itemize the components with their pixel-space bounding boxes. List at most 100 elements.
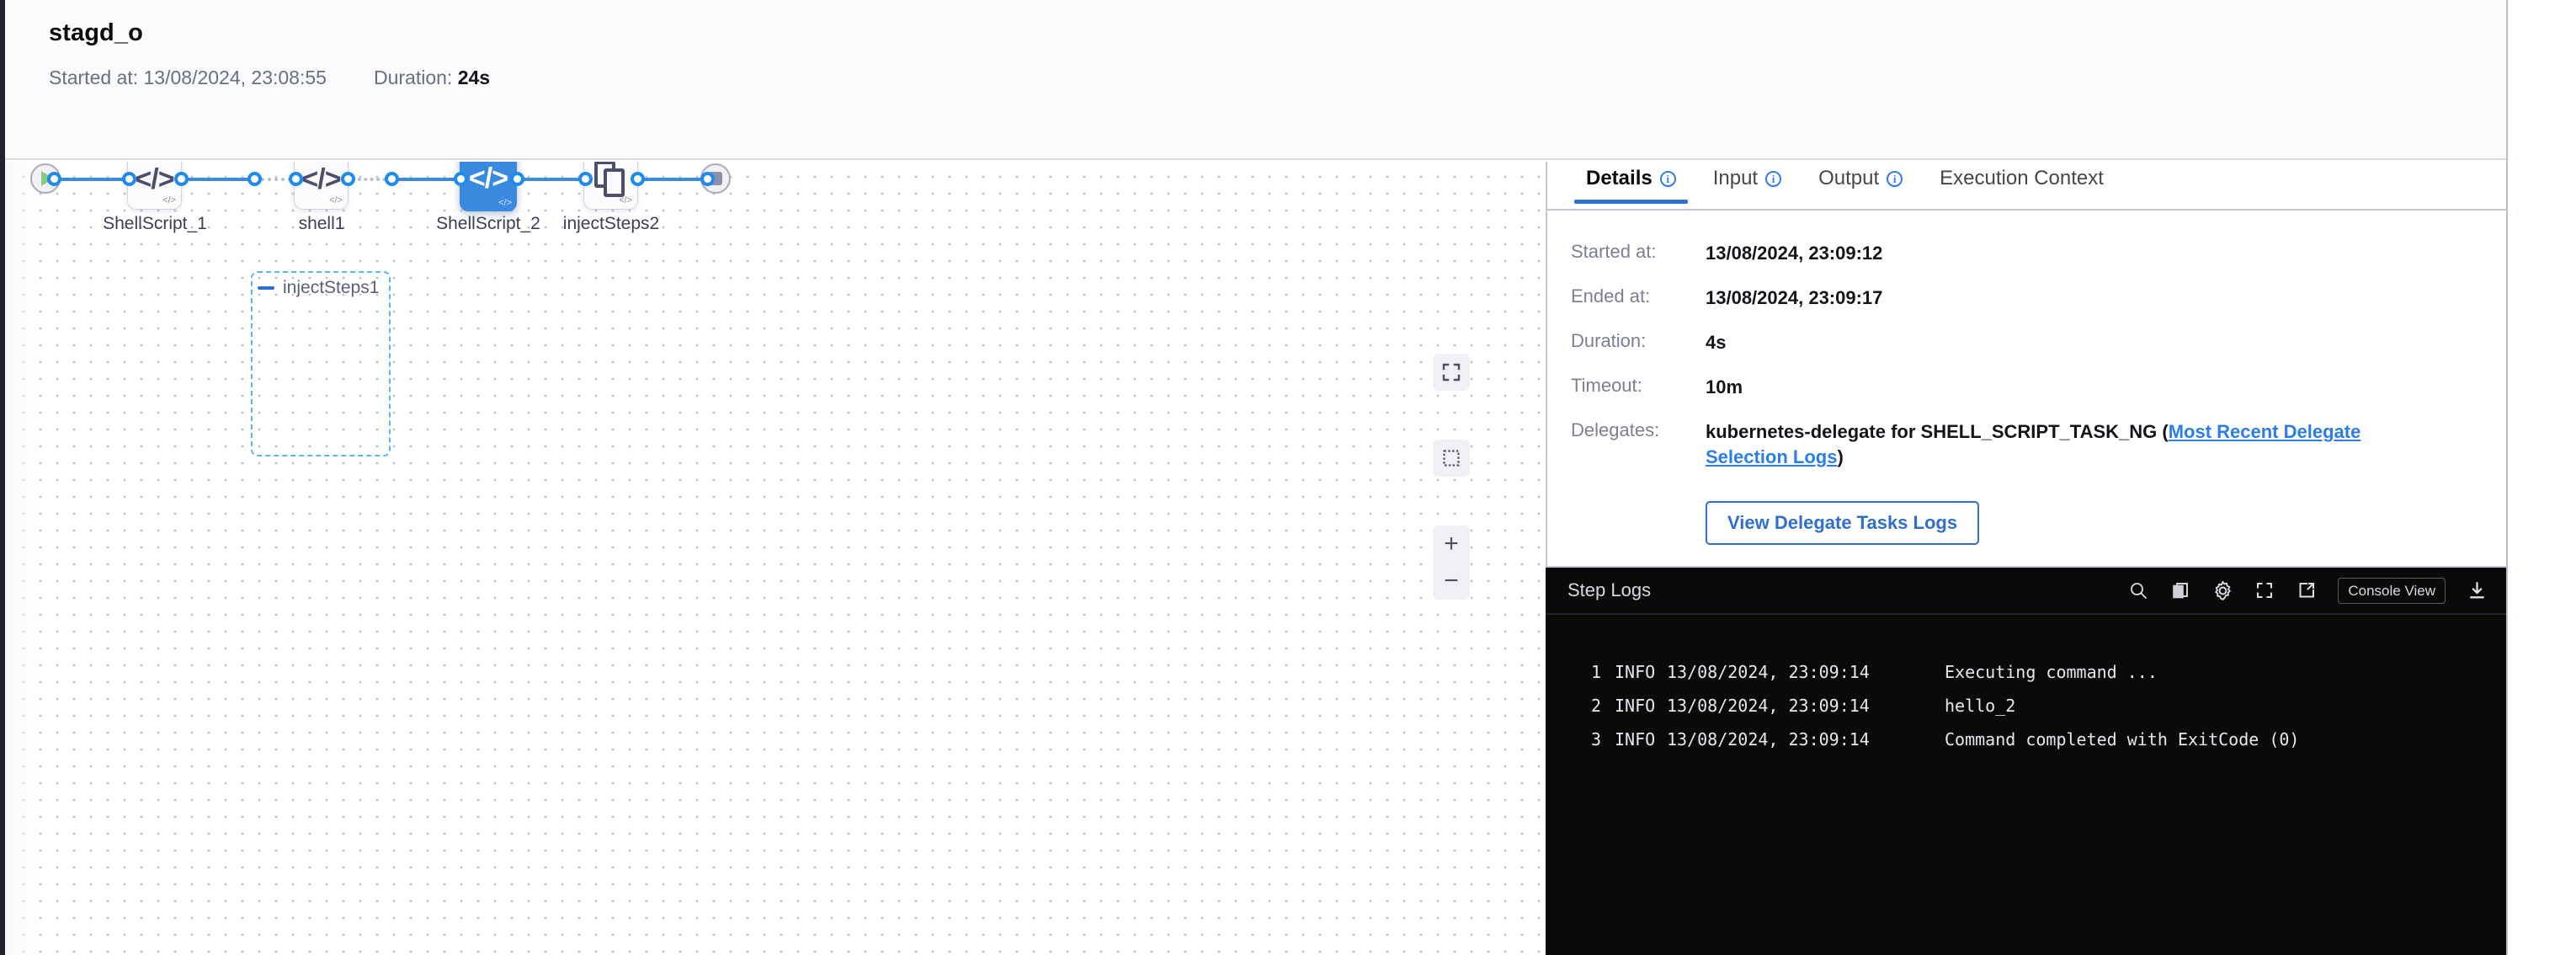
- log-timestamp: 13/08/2024, 23:09:14: [1667, 662, 1870, 682]
- port-shellscript2-in[interactable]: [454, 172, 468, 186]
- detail-value: 13/08/2024, 23:09:17: [1706, 287, 1883, 308]
- log-output[interactable]: 1 INFO 13/08/2024, 23:09:14 Executing co…: [1546, 615, 2506, 756]
- details-tabs: Details i Input i Output i Execution Con…: [1547, 162, 2506, 211]
- step-group-label: injectSteps1: [283, 278, 380, 297]
- duration-label: Duration:: [374, 67, 453, 88]
- step-label-shellscript1: ShellScript_1: [103, 214, 207, 233]
- duration-value: 24s: [457, 67, 491, 88]
- step-group-injectsteps1[interactable]: [251, 271, 391, 456]
- detail-key: Ended at:: [1571, 285, 1651, 307]
- left-nav-rail: [0, 0, 5, 955]
- detail-value: 13/08/2024, 23:09:12: [1706, 243, 1883, 264]
- port-start-out[interactable]: [47, 172, 61, 186]
- step-label-injectsteps2: injectSteps2: [562, 214, 660, 233]
- right-gutter: [2506, 0, 2576, 955]
- download-icon[interactable]: [2466, 579, 2488, 601]
- edge-shellscript2-to-injectsteps2: [507, 178, 588, 181]
- code-icon-small: </>: [498, 198, 512, 208]
- detail-value: 10m: [1706, 376, 1743, 397]
- log-message: hello_2: [1945, 696, 2016, 716]
- log-level: INFO: [1615, 662, 1656, 682]
- step-node-shellscript1[interactable]: </> </> ✓: [128, 162, 181, 209]
- edge-injectsteps2-to-end: [635, 178, 716, 181]
- log-line-number: 3: [1590, 729, 1601, 750]
- fullscreen-icon[interactable]: [2254, 579, 2275, 601]
- fit-to-screen-button[interactable]: [1433, 354, 1470, 391]
- step-node-shellscript2[interactable]: </> </> ✓: [460, 162, 517, 211]
- code-icon-small: </>: [162, 195, 176, 205]
- port-injectsteps2-out[interactable]: [631, 172, 645, 186]
- canvas-left-fade: [5, 162, 39, 955]
- view-delegate-tasks-logs-button[interactable]: View Delegate Tasks Logs: [1706, 501, 1980, 545]
- log-line: 2 INFO 13/08/2024, 23:09:14 hello_2: [1546, 689, 2506, 723]
- info-icon[interactable]: i: [1659, 170, 1676, 187]
- port-shellscript1-out[interactable]: [174, 172, 189, 186]
- code-icon: </>: [135, 163, 174, 195]
- step-node-injectsteps2[interactable]: </> ✓: [584, 162, 637, 209]
- copy-icon[interactable]: [2169, 579, 2191, 601]
- tab-input[interactable]: Input i: [1695, 162, 1800, 202]
- gear-icon[interactable]: [2211, 579, 2233, 601]
- delegates-tail: ): [1837, 446, 1844, 467]
- detail-row-timeout: Timeout: 10m: [1571, 375, 2506, 400]
- delegate-selection-logs-link[interactable]: Most Recent Delegate Selection Logs: [1706, 421, 2361, 467]
- step-node-shell1[interactable]: </> </> ✓: [295, 162, 348, 209]
- detail-row-ended-at: Ended at: 13/08/2024, 23:09:17: [1571, 285, 2506, 311]
- code-icon: </>: [301, 163, 341, 195]
- edge-start-to-shellscript1: [52, 178, 133, 181]
- duration-meta: Duration: 24s: [374, 66, 490, 89]
- detail-key: Delegates:: [1571, 419, 1660, 440]
- fit-to-screen-icon: [1442, 363, 1461, 381]
- port-group-out[interactable]: [385, 172, 399, 186]
- port-shellscript2-out[interactable]: [510, 172, 524, 186]
- started-at-meta: Started at: 13/08/2024, 23:08:55: [49, 66, 374, 89]
- log-timestamp: 13/08/2024, 23:09:14: [1667, 696, 1870, 716]
- port-group-in[interactable]: [247, 172, 262, 186]
- info-icon[interactable]: i: [1765, 170, 1782, 187]
- tab-output-label: Output: [1818, 167, 1880, 189]
- open-external-icon[interactable]: [2296, 579, 2318, 601]
- edge-group-out-dotted: [345, 178, 392, 181]
- select-area-button[interactable]: [1433, 440, 1470, 477]
- started-at-value: 13/08/2024, 23:08:55: [143, 67, 327, 88]
- port-shell1-in[interactable]: [289, 172, 303, 186]
- detail-row-started-at: Started at: 13/08/2024, 23:09:12: [1571, 241, 2506, 266]
- details-content: Started at: 13/08/2024, 23:09:12 Ended a…: [1547, 211, 2506, 545]
- port-shell1-out[interactable]: [341, 172, 355, 186]
- zoom-controls[interactable]: + −: [1433, 526, 1470, 600]
- tab-details-label: Details: [1586, 167, 1653, 189]
- tab-input-label: Input: [1712, 167, 1759, 189]
- pipeline-canvas[interactable]: injectSteps1 </> </> ✓ ShellScript_1 </>…: [5, 162, 1544, 955]
- step-group-header[interactable]: injectSteps1: [258, 278, 379, 298]
- execution-header: stagd_o Started at: 13/08/2024, 23:08:55…: [5, 0, 2506, 160]
- started-at-label: Started at:: [49, 67, 139, 88]
- log-level: INFO: [1615, 696, 1656, 716]
- detail-row-duration: Duration: 4s: [1571, 330, 2506, 355]
- tab-output[interactable]: Output i: [1800, 162, 1921, 202]
- copies-icon: [593, 162, 628, 198]
- info-icon[interactable]: i: [1887, 170, 1903, 187]
- port-end-in[interactable]: [700, 172, 715, 186]
- tab-execution-context[interactable]: Execution Context: [1921, 162, 2122, 202]
- log-timestamp: 13/08/2024, 23:09:14: [1667, 729, 1870, 750]
- zoom-in-button[interactable]: +: [1444, 530, 1459, 558]
- minus-icon[interactable]: [258, 286, 274, 290]
- tab-details[interactable]: Details i: [1567, 162, 1695, 204]
- detail-row-delegates: Delegates: kubernetes-delegate for SHELL…: [1571, 419, 2506, 470]
- detail-key: Started at:: [1571, 241, 1657, 262]
- code-icon: </>: [468, 163, 508, 195]
- detail-value: kubernetes-delegate for SHELL_SCRIPT_TAS…: [1706, 419, 2362, 470]
- console-view-toggle[interactable]: Console View: [2338, 577, 2446, 604]
- log-line: 3 INFO 13/08/2024, 23:09:14 Command comp…: [1546, 723, 2506, 756]
- port-injectsteps2-in[interactable]: [578, 172, 593, 186]
- step-logs-title: Step Logs: [1567, 579, 1652, 600]
- code-icon-small: </>: [329, 195, 343, 205]
- detail-key: Duration:: [1571, 330, 1647, 351]
- zoom-out-button[interactable]: −: [1444, 567, 1459, 595]
- delegates-text: kubernetes-delegate for SHELL_SCRIPT_TAS…: [1706, 421, 2169, 442]
- search-icon[interactable]: [2127, 579, 2149, 601]
- log-message: Command completed with ExitCode (0): [1945, 729, 2300, 750]
- edge-group-in-dotted: [254, 178, 298, 181]
- port-shellscript1-in[interactable]: [122, 172, 136, 186]
